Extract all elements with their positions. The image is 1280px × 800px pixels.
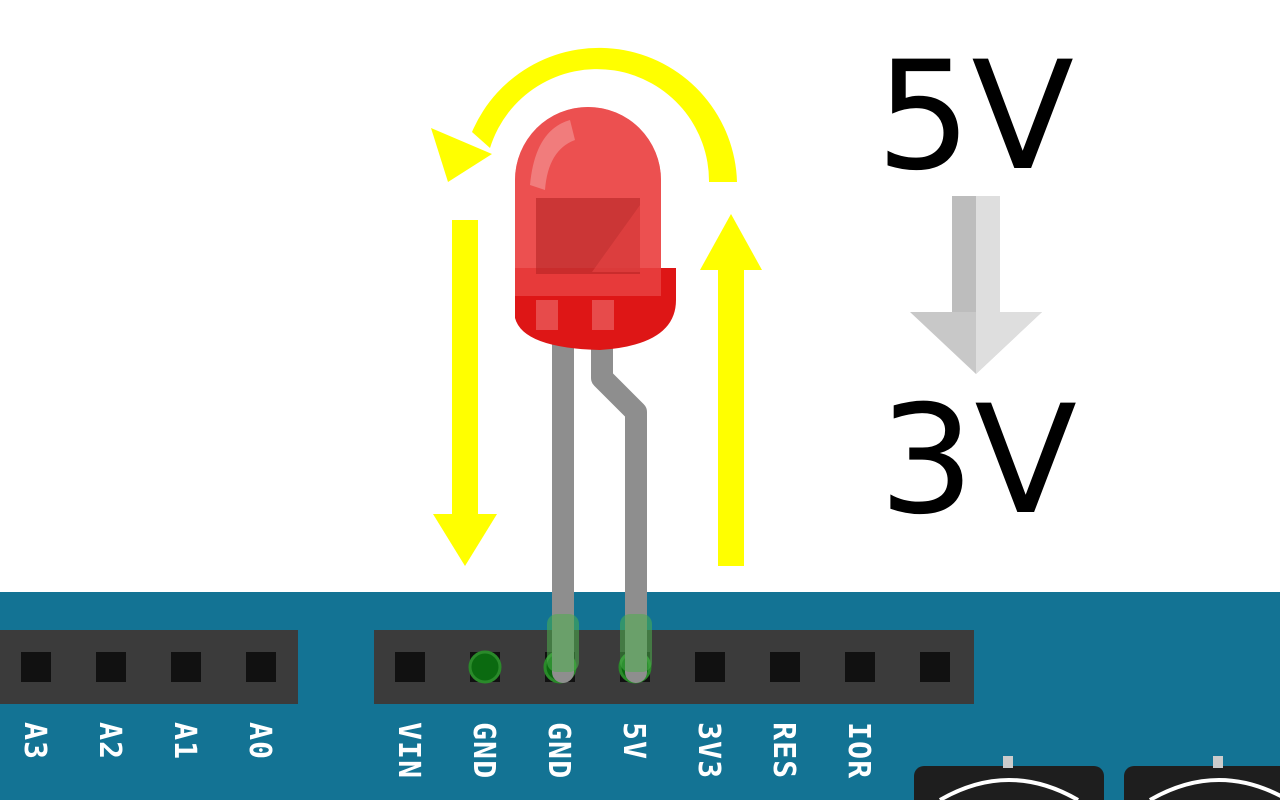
analog-pin bbox=[246, 652, 276, 682]
power-pin bbox=[845, 652, 875, 682]
power-pin-label: GND bbox=[466, 722, 501, 779]
board-socket bbox=[914, 756, 1104, 800]
led-legs bbox=[547, 319, 652, 683]
current-flow-arrow bbox=[431, 47, 762, 566]
led-icon bbox=[515, 107, 676, 350]
analog-pin bbox=[21, 652, 51, 682]
power-pin-connected bbox=[468, 650, 502, 684]
board-socket bbox=[1124, 756, 1280, 800]
power-pin-label: VIN bbox=[391, 722, 426, 779]
analog-pin-label: A3 bbox=[17, 722, 52, 760]
power-pin-label: 5V bbox=[616, 722, 651, 760]
analog-pin-label: A1 bbox=[167, 722, 202, 760]
analog-pin bbox=[96, 652, 126, 682]
power-pin bbox=[395, 652, 425, 682]
voltage-bottom-label: 3V bbox=[879, 374, 1077, 548]
header-analog: A3 A2 A1 A0 bbox=[0, 630, 298, 760]
power-pin-label: IOR bbox=[841, 722, 876, 779]
power-pin-label: 3V3 bbox=[691, 722, 726, 779]
voltage-top-label: 5V bbox=[876, 30, 1074, 204]
power-pin bbox=[695, 652, 725, 682]
analog-pin-label: A0 bbox=[242, 722, 277, 760]
analog-pin bbox=[171, 652, 201, 682]
power-pin bbox=[920, 652, 950, 682]
voltage-drop-arrow bbox=[910, 196, 1042, 374]
power-pin bbox=[770, 652, 800, 682]
power-pin-label: GND bbox=[541, 722, 576, 779]
analog-pin-label: A2 bbox=[92, 722, 127, 760]
header-power: VIN GND GND 5V 3V3 RES IOR bbox=[374, 630, 974, 779]
power-pin-label: RES bbox=[766, 722, 801, 779]
